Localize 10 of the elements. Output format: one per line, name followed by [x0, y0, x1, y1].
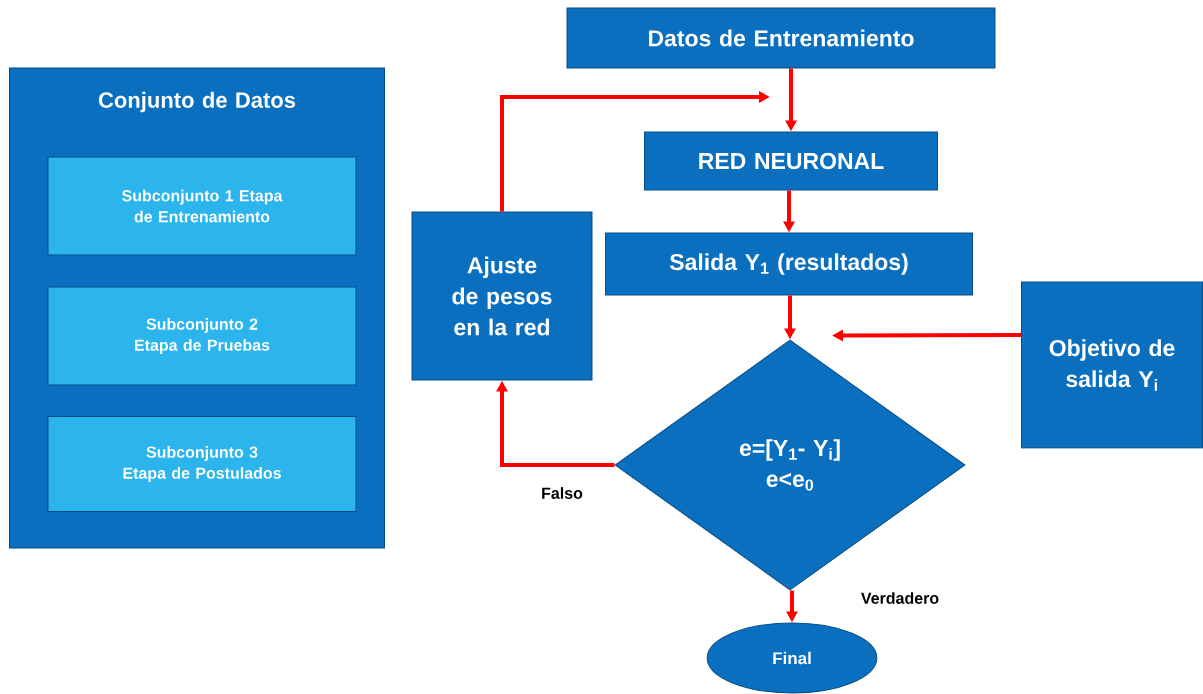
process-box: Datos de Entrenamiento [566, 7, 996, 69]
process-box: Salida Y$_{1}$ (resultados) [605, 232, 973, 296]
process-box: Objetivo de salida Y$_{i}$ [1021, 281, 1203, 449]
edge-label: Verdadero [859, 591, 941, 605]
process-box: Ajuste de pesos en la red [411, 211, 593, 381]
subset-box: Subconjunto 1 Etapa de Entrenamiento [47, 156, 357, 256]
edge-label: Falso [540, 486, 584, 500]
process-box: RED NEURONAL [644, 131, 938, 191]
subset-box: Subconjunto 3 Etapa de Postulados [47, 416, 357, 512]
subset-box: Subconjunto 2 Etapa de Pruebas [47, 286, 357, 386]
